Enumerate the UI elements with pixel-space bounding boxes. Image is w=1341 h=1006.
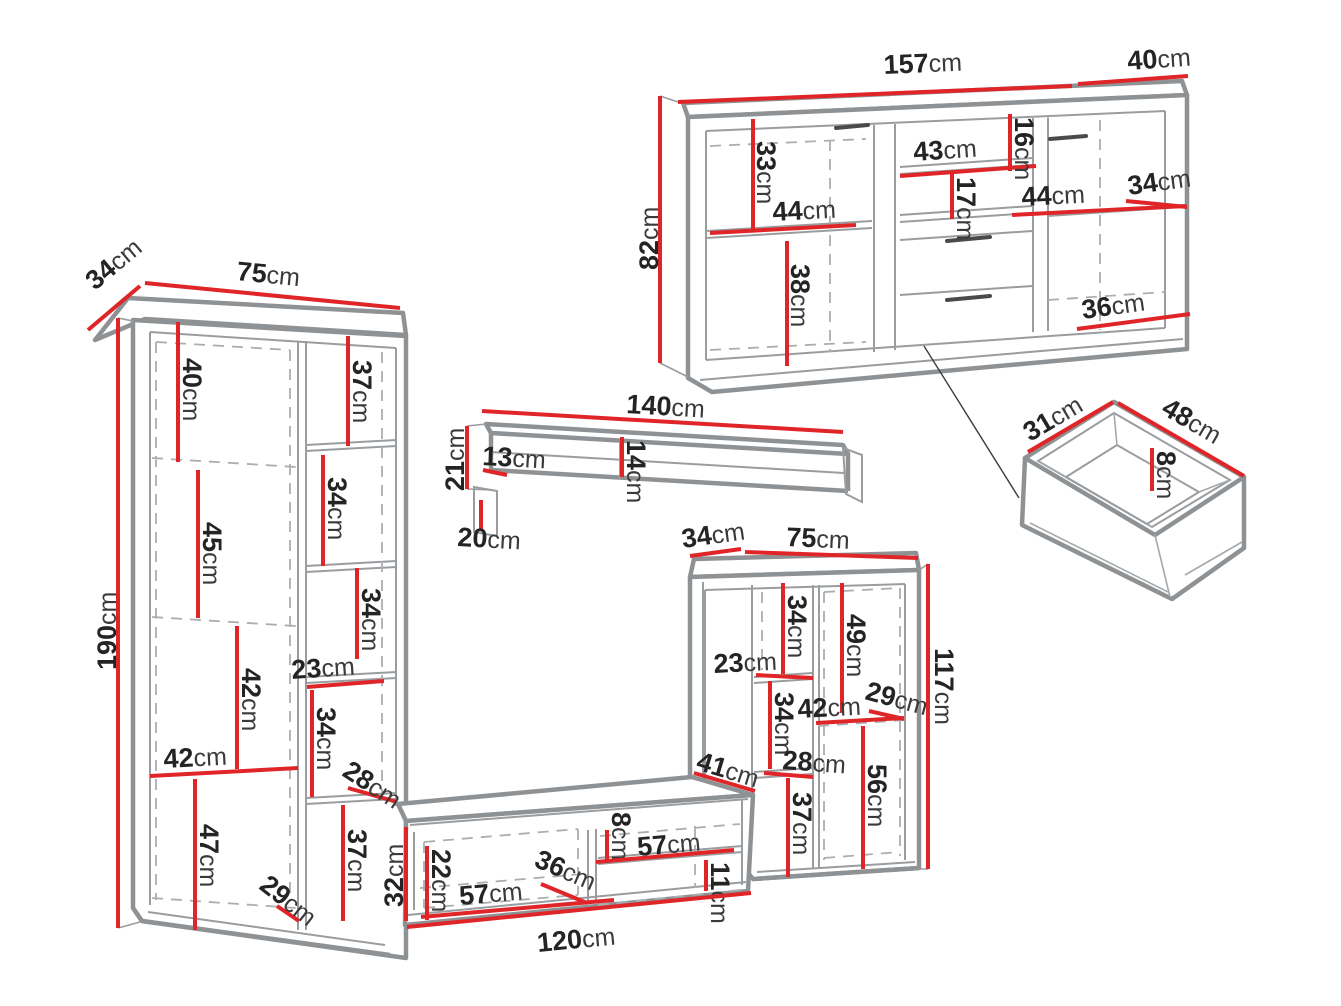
- wallshelf-height-label: 21cm: [440, 428, 470, 491]
- wallshelf-height-ticks: [466, 423, 492, 491]
- bookcase-height-label: 190cm: [92, 592, 122, 670]
- tvstand-niche-bottom-label: 11cm: [705, 862, 735, 924]
- tvstand-width-label: 120cm: [536, 921, 617, 958]
- wallshelf-board-depth-label: 13cm: [482, 441, 547, 474]
- tvstand-top-depth-line: [693, 771, 756, 793]
- tvstand-niche-width-label: 57cm: [636, 827, 702, 862]
- bookcase-left-top-label: 40cm: [177, 358, 207, 421]
- bookcase-height-ticks: [117, 317, 141, 929]
- sideboard-plinth-line: [699, 338, 1184, 381]
- tvstand-outline: [395, 774, 756, 928]
- cabinet-width-label: 75cm: [786, 522, 851, 555]
- cabinet-dimensions: 34cm 75cm 117cm 34cm 23cm 49cm 29cm 42cm…: [680, 515, 959, 877]
- bookcase-left-lower-label: 42cm: [236, 668, 266, 731]
- tvstand-width-line: [406, 891, 752, 929]
- sideboard-height-ticks: [659, 95, 689, 378]
- cabinet-shelf-depth-label: 29cm: [862, 676, 931, 721]
- bookcase-bottom-edge: [131, 906, 391, 958]
- cabinet-shelf-depth2-line: [763, 771, 814, 779]
- sideboard-mid-top-label: 16cm: [1009, 117, 1039, 180]
- bookcase-left-bottom-label: 47cm: [194, 824, 224, 887]
- cabinet-shelf-depth2-label: 28cm: [782, 745, 847, 779]
- bookcase-right-s3-label: 34cm: [356, 588, 386, 651]
- bookcase-shelf-depth-line: [347, 786, 398, 804]
- sideboard-right-depth-label: 34cm: [1126, 162, 1193, 201]
- cabinet-bottom-edge: [752, 865, 920, 882]
- sideboard-right-bottom-label: 36cm: [1080, 286, 1147, 325]
- wallshelf-board-depth-line: [482, 468, 508, 477]
- sideboard-dimensions: 157cm 40cm 82cm 33cm 44cm 38cm 43cm 16cm…: [634, 42, 1193, 366]
- bookcase-width-line: [144, 281, 401, 310]
- wallshelf-side-depth-label: 20cm: [457, 522, 522, 555]
- sideboard-mid-shelf-line: [899, 164, 1037, 178]
- tvstand-left-depth-line: [540, 882, 588, 905]
- cabinet-depth-line: [689, 547, 742, 558]
- sideboard-right-shelf-line: [1011, 204, 1187, 217]
- wallshelf-right-step: [841, 446, 863, 504]
- bookcase-depth-line: [86, 284, 142, 332]
- bookcase-right-s4-label: 34cm: [311, 707, 341, 770]
- bookcase-width-label: 75cm: [235, 256, 301, 292]
- sideboard-right-depth-line: [1125, 199, 1188, 209]
- drawer-width-line: [1116, 401, 1246, 478]
- sideboard-handles: [834, 123, 1088, 302]
- cabinet-inner-width-line: [755, 673, 814, 680]
- wallshelf-width-label: 140cm: [626, 389, 706, 423]
- sideboard-left-top-label: 33cm: [751, 141, 781, 204]
- tvstand-niche-top-label: 8cm: [606, 812, 636, 860]
- cabinet-inner-top-label: 34cm: [782, 595, 812, 658]
- sideboard-mid-shelf-label: 43cm: [912, 133, 977, 167]
- sideboard-width-line: [677, 84, 1073, 104]
- sideboard-front-face: [685, 92, 1190, 395]
- cabinet-inner-bottom-label: 37cm: [787, 792, 817, 855]
- tvstand-left-width-line: [420, 898, 615, 919]
- cabinet-width-line: [744, 550, 919, 560]
- drawer-height-label: 8cm: [1151, 451, 1181, 499]
- bookcase-inner-lines: [147, 331, 397, 946]
- cabinet-height-label: 117cm: [929, 648, 959, 725]
- sideboard-left-shelf-line: [709, 223, 857, 235]
- wallshelf-outline: [466, 421, 863, 538]
- sideboard-height-label: 82cm: [634, 207, 664, 270]
- sideboard-left-shelf-label: 44cm: [772, 194, 837, 227]
- cabinet-right-width-line: [815, 716, 905, 725]
- sideboard-width-label: 157cm: [883, 47, 963, 80]
- wallshelf-width-line: [481, 409, 844, 434]
- bookcase-right-width-label: 23cm: [290, 651, 355, 685]
- drawer-depth-line: [1026, 400, 1115, 454]
- bookcase-base-depth-line: [275, 904, 301, 923]
- bookcase-right-s2-label: 34cm: [322, 477, 352, 540]
- bookcase-outline: [92, 295, 409, 961]
- cabinet-right-top-label: 49cm: [841, 614, 871, 677]
- bookcase-dashed-lines: [151, 341, 383, 909]
- sideboard-outline: [659, 78, 1190, 395]
- tvstand-height-label: 32cm: [379, 844, 409, 907]
- cabinet-depth-label: 34cm: [680, 515, 747, 554]
- bookcase-right-s5-label: 37cm: [342, 829, 372, 892]
- wallshelf-lip-height-label: 14cm: [621, 440, 651, 503]
- wallshelf-dimensions: 140cm 21cm 13cm 14cm 20cm: [440, 389, 844, 555]
- sideboard-right-bottom-line: [1076, 312, 1191, 331]
- bookcase-left-width-label: 42cm: [163, 741, 228, 774]
- tvstand-niche-width-line: [595, 848, 735, 864]
- cabinet-inner-mid-label: 34cm: [769, 692, 799, 755]
- sideboard-mid-gap-label: 17cm: [951, 177, 981, 240]
- bookcase-left-mid-label: 45cm: [197, 522, 227, 585]
- sideboard-depth-label: 40cm: [1126, 42, 1191, 76]
- cabinet-right-width-label: 42cm: [797, 691, 862, 724]
- bookcase-right-s1-label: 37cm: [347, 360, 377, 423]
- tvstand-left-width-label: 57cm: [458, 876, 524, 911]
- tvstand-left-height-label: 22cm: [426, 849, 456, 912]
- drawer-callout-line: [923, 345, 1020, 499]
- tvstand-dashed-lines: [419, 823, 741, 909]
- bookcase-right-width-line: [306, 679, 385, 689]
- sideboard-left-bottom-label: 38cm: [785, 264, 815, 327]
- sideboard-right-shelf-label: 44cm: [1021, 179, 1086, 212]
- bookcase-left-width-line: [149, 766, 299, 778]
- sideboard-depth-line: [1077, 74, 1189, 86]
- cabinet-right-bottom-label: 56cm: [862, 764, 892, 827]
- drawer-detail-lines: [1029, 412, 1243, 598]
- cabinet-inner-width-label: 23cm: [713, 646, 778, 679]
